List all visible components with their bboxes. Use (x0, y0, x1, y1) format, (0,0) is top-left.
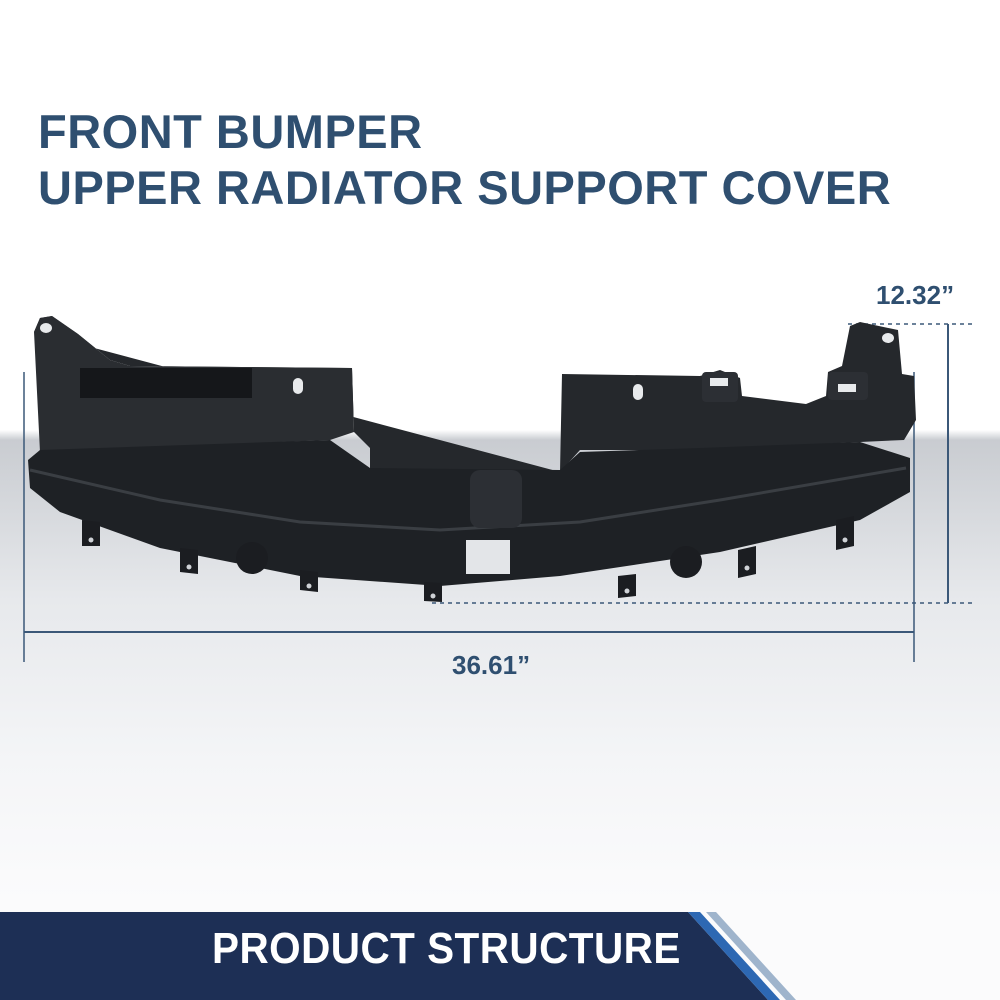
cover-upper-body (34, 316, 916, 472)
peg-7 (836, 516, 854, 550)
mount-hole-right (882, 333, 894, 343)
peg-3 (300, 570, 318, 592)
mount-hole-1 (293, 378, 303, 394)
peg-hole-5 (624, 588, 630, 594)
center-latch-tab (470, 470, 522, 528)
clip-slot-2 (838, 384, 856, 392)
round-clip-right (670, 546, 702, 578)
clip-slot-1 (710, 378, 728, 386)
mount-hole-2 (633, 384, 643, 400)
round-clip-left (236, 542, 268, 574)
peg-hole-3 (306, 583, 312, 589)
clip-tab-1 (702, 372, 738, 402)
peg-hole-4 (430, 593, 436, 599)
peg-1 (82, 520, 100, 546)
peg-hole-7 (842, 537, 848, 543)
section-banner (0, 912, 796, 1000)
width-dimension-label: 36.61” (452, 650, 531, 680)
peg-4 (424, 582, 442, 602)
height-dimension-label: 12.32” (876, 280, 955, 310)
banner-label: PRODUCT STRUCTURE (212, 924, 681, 973)
title-line-1: FRONT BUMPER (38, 105, 423, 158)
mount-hole-left (40, 323, 52, 333)
radiator-cover-part (28, 316, 916, 602)
peg-hole-2 (186, 564, 192, 570)
title-line-2: UPPER RADIATOR SUPPORT COVER (38, 161, 892, 214)
cover-recess-panel (80, 368, 252, 398)
cover-ridge (29, 466, 907, 532)
peg-6 (738, 546, 756, 578)
peg-hole-1 (88, 537, 94, 543)
dimension-lines (23, 323, 975, 662)
center-opening (466, 540, 510, 574)
banner-light-stripe (706, 912, 796, 1000)
peg-hole-6 (744, 565, 750, 571)
peg-5 (618, 574, 636, 598)
banner-accent-stripe (688, 912, 780, 1000)
banner-background (0, 912, 768, 1000)
peg-2 (180, 548, 198, 574)
product-title: FRONT BUMPER UPPER RADIATOR SUPPORT COVE… (38, 104, 891, 216)
